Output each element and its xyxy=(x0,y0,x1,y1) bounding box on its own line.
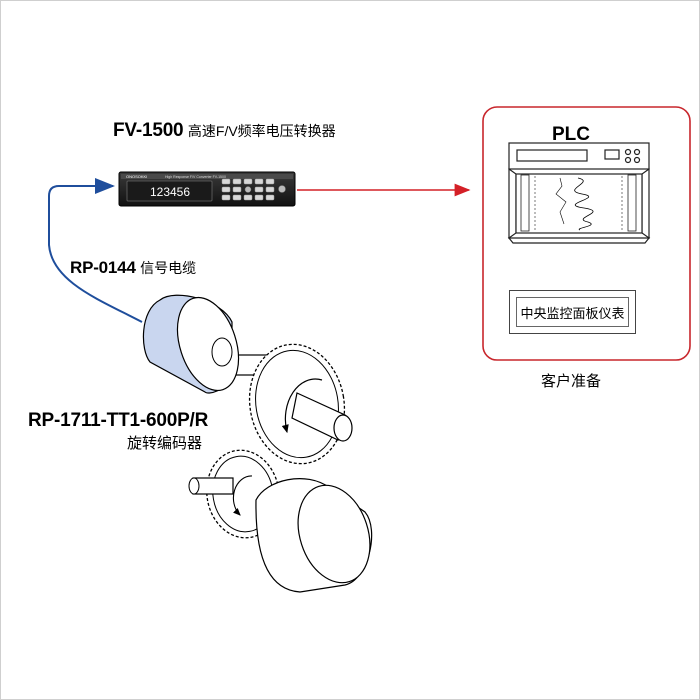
fv1500-buttons xyxy=(221,178,275,201)
plc-recorder xyxy=(507,142,651,244)
cable-model: RP-0144 xyxy=(70,258,136,277)
central-panel-label: 中央监控面板仪表 xyxy=(516,297,629,327)
encoder-description: 旋转编码器 xyxy=(127,435,203,452)
customer-box-label: 客户准备 xyxy=(541,373,602,390)
plc-label: PLC xyxy=(552,124,590,145)
central-panel: 中央监控面板仪表 xyxy=(509,290,636,334)
encoder-model: RP-1711-TT1-600P/R xyxy=(28,410,209,431)
fv1500-panel-text: High Response F/V Converter FV-1500 xyxy=(165,175,226,179)
fv1500-model: FV-1500 xyxy=(113,120,184,141)
customer-box xyxy=(482,106,691,361)
recorder-trace xyxy=(574,177,594,231)
cable-label: RP-0144 信号电缆 xyxy=(70,258,196,278)
signal-cable-line xyxy=(48,178,143,323)
fv1500-display: 123456 xyxy=(150,185,190,199)
fv1500-title: FV-1500 高速F/V频率电压转换器 xyxy=(113,120,336,142)
cable-description: 信号电缆 xyxy=(140,260,197,276)
fv1500-description: 高速F/V频率电压转换器 xyxy=(187,123,336,139)
fv1500-device: ONOSOKKI High Response F/V Converter FV-… xyxy=(118,171,296,207)
encoder-assembly xyxy=(142,294,373,593)
fv1500-logo: ONOSOKKI xyxy=(126,174,147,179)
